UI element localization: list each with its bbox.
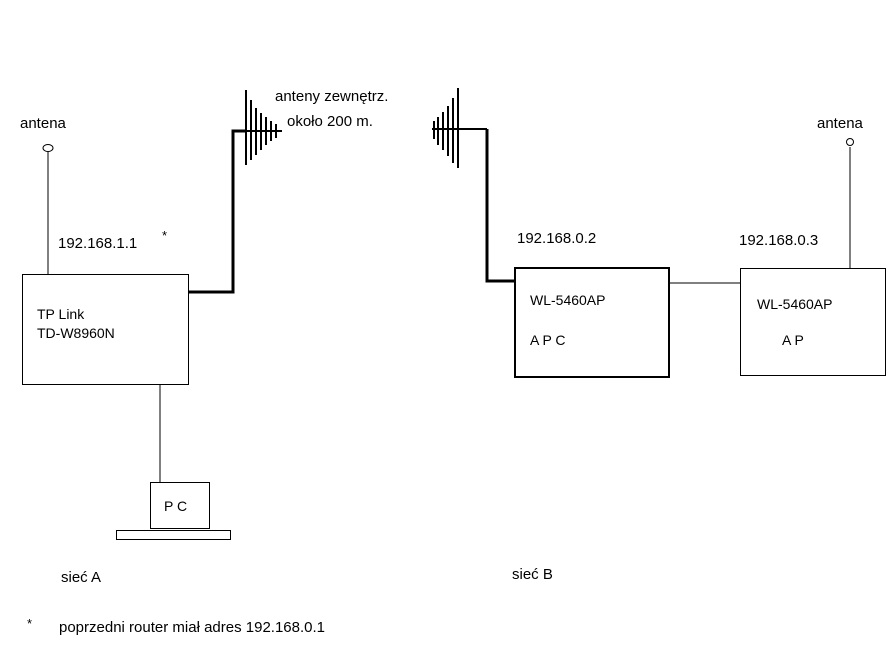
left-directional-antenna-icon <box>245 90 282 165</box>
left-antenna-label: antena <box>20 115 66 132</box>
network-b-label: sieć B <box>512 566 553 583</box>
ap-ip: 192.168.0.3 <box>739 232 819 249</box>
apc-device-box: WL-5460AP A P C <box>514 267 670 378</box>
right-directional-antenna-icon <box>432 88 487 168</box>
ap-model: WL-5460AP <box>757 296 833 312</box>
apc-mode: A P C <box>530 332 566 348</box>
left-antenna-cable <box>188 129 246 294</box>
apc-ip: 192.168.0.2 <box>517 230 597 247</box>
right-antenna-icon <box>846 138 854 146</box>
network-a-label: sieć A <box>61 569 102 586</box>
right-antenna-label: antena <box>817 115 863 132</box>
ap-device-box: WL-5460AP A P <box>740 268 886 376</box>
left-antenna-icon <box>42 144 54 152</box>
pc-keyboard-base <box>116 530 231 540</box>
apc-model: WL-5460AP <box>530 292 606 308</box>
right-antenna-cable <box>485 129 515 283</box>
footnote-mark: * <box>27 616 33 631</box>
left-router-ip: 192.168.1.1 <box>58 235 138 252</box>
link-label-line2: około 200 m. <box>287 113 373 130</box>
ap-mode: A P <box>782 332 804 348</box>
tp-link-router-box: TP Link TD-W8960N <box>22 274 189 385</box>
router-brand: TP Link <box>37 306 85 322</box>
pc-box: P C <box>150 482 210 529</box>
router-model: TD-W8960N <box>37 325 115 341</box>
link-label-line1: anteny zewnętrz. <box>275 88 389 105</box>
pc-label: P C <box>164 498 188 514</box>
footnote-text: poprzedni router miał adres 192.168.0.1 <box>59 619 326 636</box>
left-ip-footnote-mark: * <box>162 228 168 243</box>
